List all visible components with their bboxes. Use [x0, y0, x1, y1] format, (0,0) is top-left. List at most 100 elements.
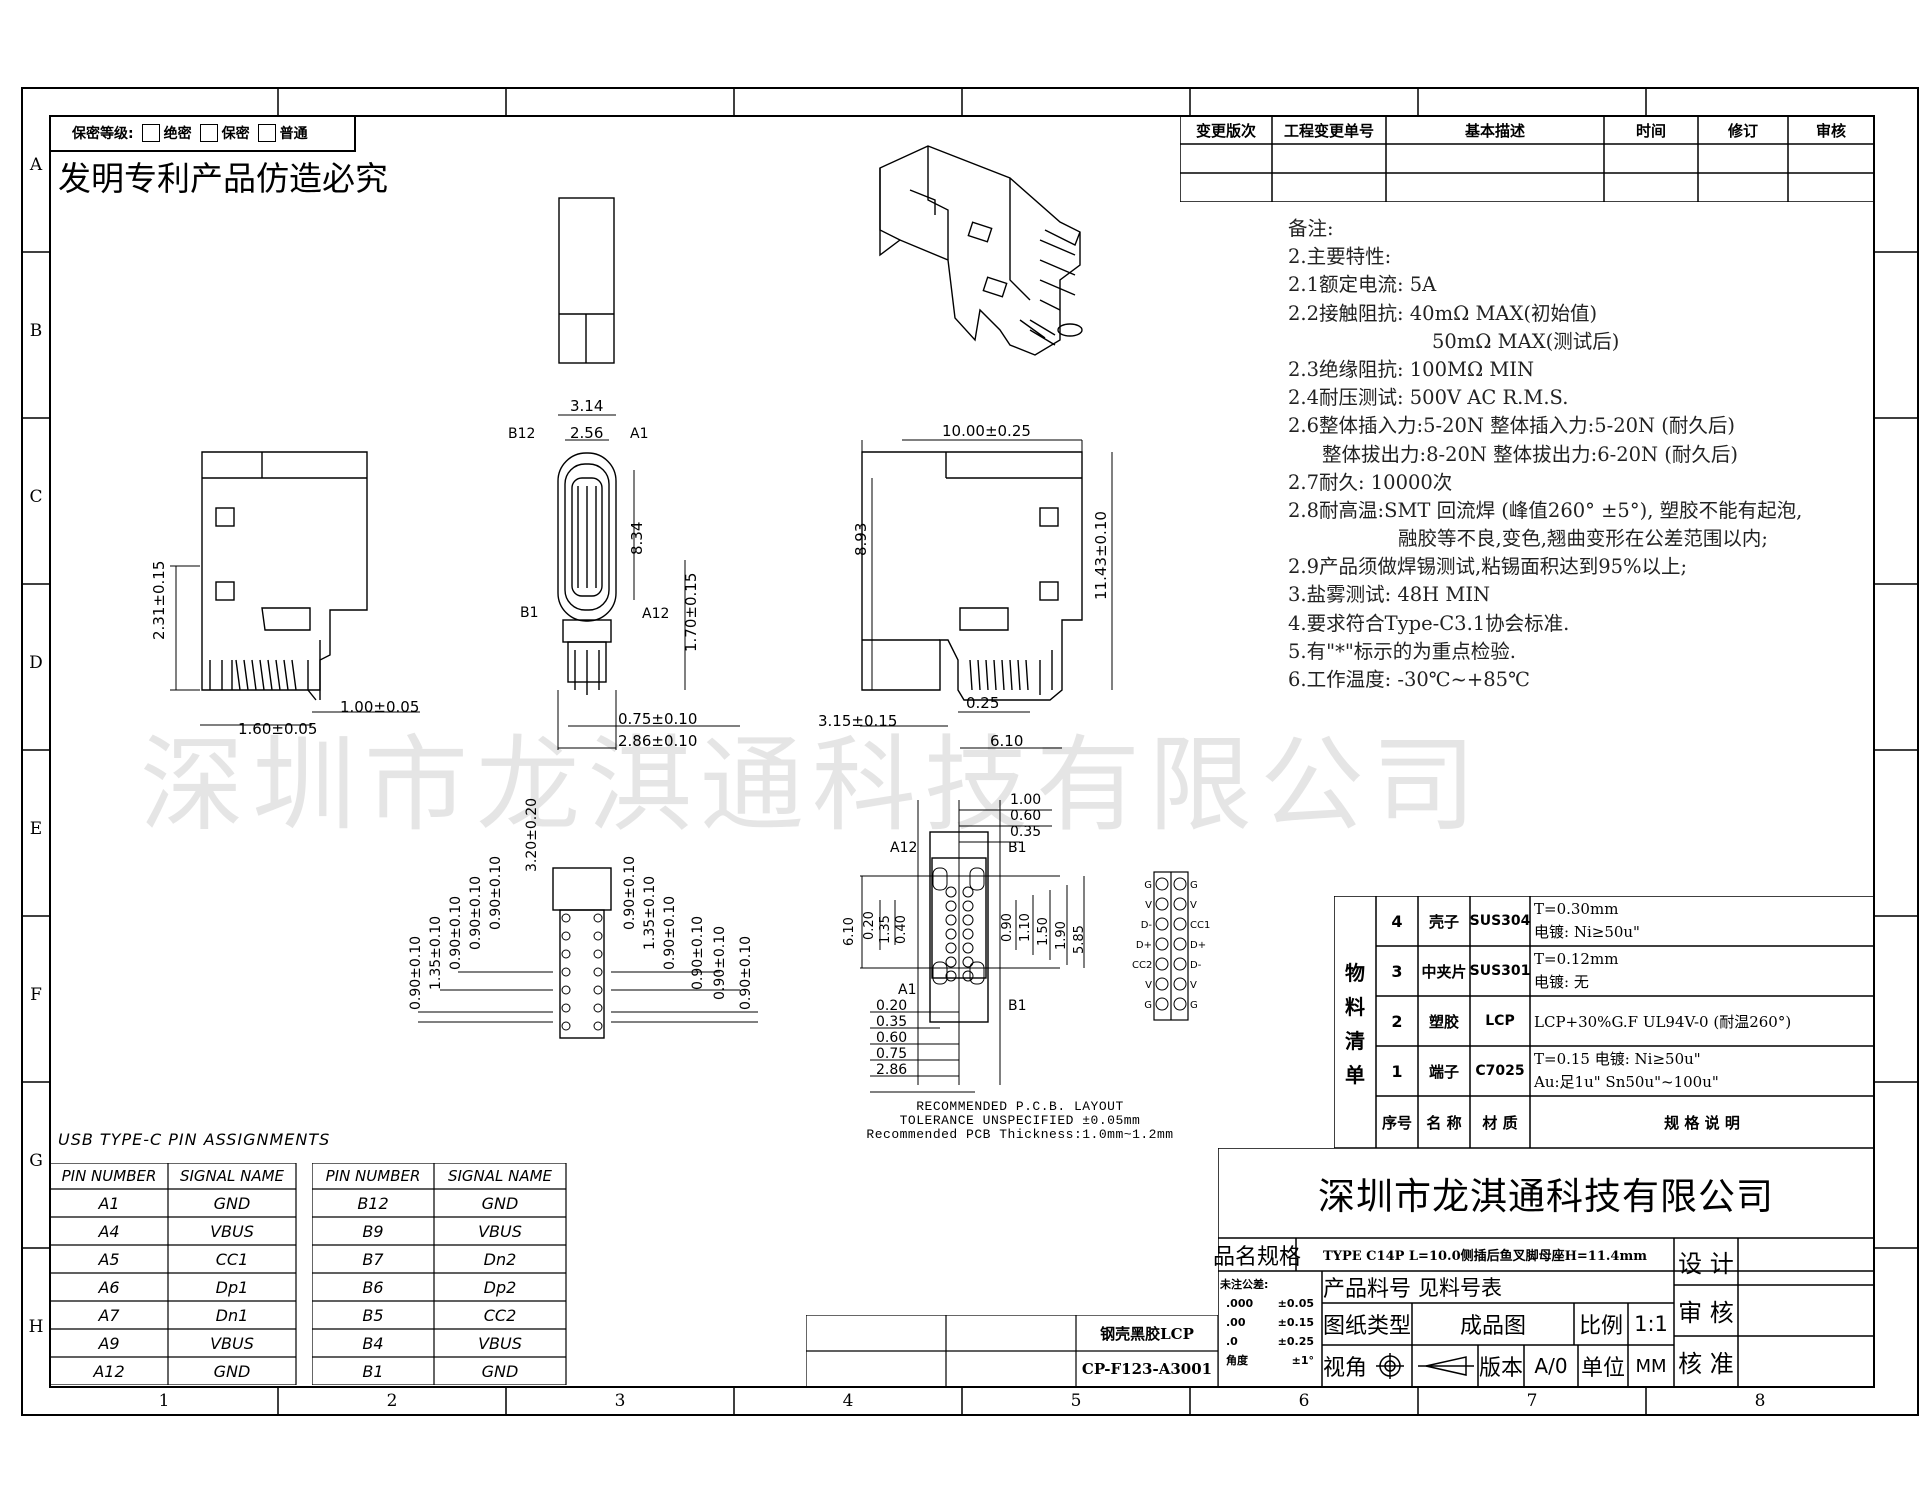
tolerance-value: ±0.05 [1277, 1297, 1314, 1310]
pin-signal: VBUS [210, 1333, 254, 1353]
materials-side-char: 料 [1345, 995, 1365, 1019]
revision-header: 审核 [1815, 121, 1846, 140]
pcb-layout-drawing [860, 800, 1060, 1085]
dimension-label: 0.25 [966, 694, 1000, 712]
dimension-label: A1 [630, 426, 649, 442]
material-spec: T=0.12mm 电镀: 无 [1534, 948, 1870, 994]
material-spec-line: Au:足1u" Sn50u"~100u" [1534, 1073, 1719, 1091]
note-line: 2.4耐压测试: 500V AC R.M.S. [1288, 386, 1569, 410]
checkbox-icon[interactable] [141, 124, 160, 142]
material-name: 端子 [1428, 1062, 1459, 1081]
dimension-label: 1.60±0.05 [238, 720, 318, 738]
checkbox-icon[interactable] [199, 124, 218, 142]
dimension-label: 1.90 [1054, 921, 1069, 950]
zone-row-label: H [28, 1317, 44, 1337]
pcb-caption: RECOMMENDED P.C.B. LAYOUT TOLERANCE UNSP… [850, 1100, 1190, 1142]
pin-assignments-title: USB TYPE-C PIN ASSIGNMENTS [58, 1130, 331, 1149]
revision-header: 基本描述 [1464, 121, 1525, 140]
pin-number: B9 [362, 1221, 384, 1241]
pin-signal: CC1 [215, 1249, 249, 1269]
security-option-normal: 普通 [279, 126, 308, 142]
material-spec-line: 电镀: 无 [1534, 973, 1589, 991]
note-line: 整体拔出力:8-20N 整体拔出力:6-20N (耐久后) [1322, 442, 1738, 466]
dimension-label: A12 [642, 606, 670, 622]
dimension-label: 0.90±0.10 [408, 935, 424, 1010]
dimension-label: 0.90±0.10 [622, 855, 638, 930]
pin-signal: Dp1 [215, 1277, 249, 1297]
note-line: 5.有"*"标示的为重点检验. [1288, 639, 1516, 663]
zone-col-label: 4 [842, 1391, 854, 1411]
tolerance-value: ±1° [1291, 1354, 1314, 1367]
material-grade: LCP [1485, 1013, 1515, 1029]
dimension-label: 3.20±0.20 [524, 797, 540, 872]
dimension-label: 1.35 [878, 915, 893, 944]
revision-header: 工程变更单号 [1283, 121, 1374, 140]
pin-number: B1 [362, 1361, 384, 1381]
material-spec-line: T=0.30mm [1534, 900, 1619, 918]
note-line: 2.8耐高温:SMT 回流焊 (峰值260° ±5°), 塑胶不能有起泡, [1288, 498, 1803, 522]
dimension-label: 1.70±0.15 [682, 572, 700, 652]
zone-row-label: C [29, 487, 43, 507]
pin-table-header: SIGNAL NAME [179, 1167, 285, 1185]
materials-side-char: 物 [1345, 961, 1365, 985]
security-level-box: 保密等级: 绝密 保密 普通 [50, 116, 356, 152]
dimension-label: 0.90 [1000, 913, 1015, 942]
dimension-label: 6.10 [842, 917, 857, 946]
drawing-type-label: 图纸类型 [1322, 1314, 1411, 1339]
dimension-label: A1 [898, 982, 917, 998]
dimension-label: 3.14 [570, 397, 604, 415]
pin-number: B12 [357, 1193, 389, 1213]
material-name: 壳子 [1428, 912, 1459, 931]
checkbox-icon[interactable] [257, 124, 276, 142]
zone-col-label: 7 [1526, 1391, 1538, 1411]
spec-label: 品名规格 [1213, 1244, 1302, 1270]
pin-number: A9 [98, 1333, 120, 1353]
right-side-view-drawing [861, 451, 1083, 701]
zone-row-label: A [29, 155, 43, 175]
company-name: 深圳市龙淇通科技有限公司 [1318, 1175, 1774, 1218]
dimension-label: 0.75±0.10 [618, 710, 698, 728]
dimension-label: 8.93 [852, 522, 870, 556]
pin-legend-right: G V CC1 D+ D- V G [1190, 876, 1214, 1016]
note-line: 50mΩ MAX(测试后) [1432, 329, 1620, 353]
dimension-label: B1 [1008, 998, 1027, 1014]
dimension-label: 0.90±0.10 [690, 915, 706, 990]
material-spec: LCP+30%G.F UL94V-0 (耐温260°) [1534, 996, 1870, 1046]
notes-block: 备注: 2.主要特性: 2.1额定电流: 5A 2.2接触阻抗: 40mΩ MA… [1288, 215, 1802, 694]
note-line: 6.工作温度: -30℃~+85℃ [1288, 668, 1530, 691]
zone-col-label: 5 [1070, 1391, 1082, 1411]
pin-signal: VBUS [478, 1221, 522, 1241]
pin-signal: VBUS [210, 1221, 254, 1241]
material-spec-line: 电镀: Ni≥50u" [1534, 923, 1640, 941]
materials-header: 规 格 说 明 [1664, 1113, 1740, 1132]
pin-legend-label: D+ [1190, 940, 1207, 951]
dimension-label: 2.86 [876, 1062, 908, 1078]
material-grade: SUS301 [1469, 963, 1531, 979]
pin-table-header: SIGNAL NAME [447, 1167, 553, 1185]
tolerance-value: ±0.15 [1277, 1316, 1314, 1329]
design-label: 设 计 [1678, 1250, 1734, 1278]
zone-row-label: F [30, 985, 42, 1005]
security-label: 保密等级: [72, 126, 134, 142]
pin-number: A5 [98, 1249, 120, 1269]
dimension-label: 0.60 [1010, 808, 1042, 824]
material-no: 3 [1391, 961, 1403, 981]
zone-row-label: B [29, 321, 43, 341]
materials-side-label: 物 料 清 单 [1334, 956, 1376, 1092]
dimension-label: 0.60 [876, 1030, 908, 1046]
view-label: 视角 [1322, 1356, 1367, 1381]
pin-legend-left: G V D- D+ CC2 V G [1132, 876, 1152, 1016]
dimension-label: 0.75 [876, 1046, 908, 1062]
note-line: 2.6整体插入力:5-20N 整体插入力:5-20N (耐久后) [1288, 414, 1736, 438]
material-spec-line: T=0.12mm [1534, 950, 1619, 968]
pin-legend-label: G [1144, 1000, 1152, 1011]
tolerance-value: ±0.25 [1277, 1335, 1314, 1348]
security-option-secret: 保密 [221, 126, 250, 142]
zone-col-label: 6 [1298, 1391, 1310, 1411]
pin-number: B4 [362, 1333, 384, 1353]
pin-legend-label: V [1190, 980, 1197, 991]
zone-row-label: E [29, 819, 43, 839]
materials-header: 材 质 [1482, 1113, 1518, 1132]
material-name: 塑胶 [1428, 1012, 1459, 1031]
